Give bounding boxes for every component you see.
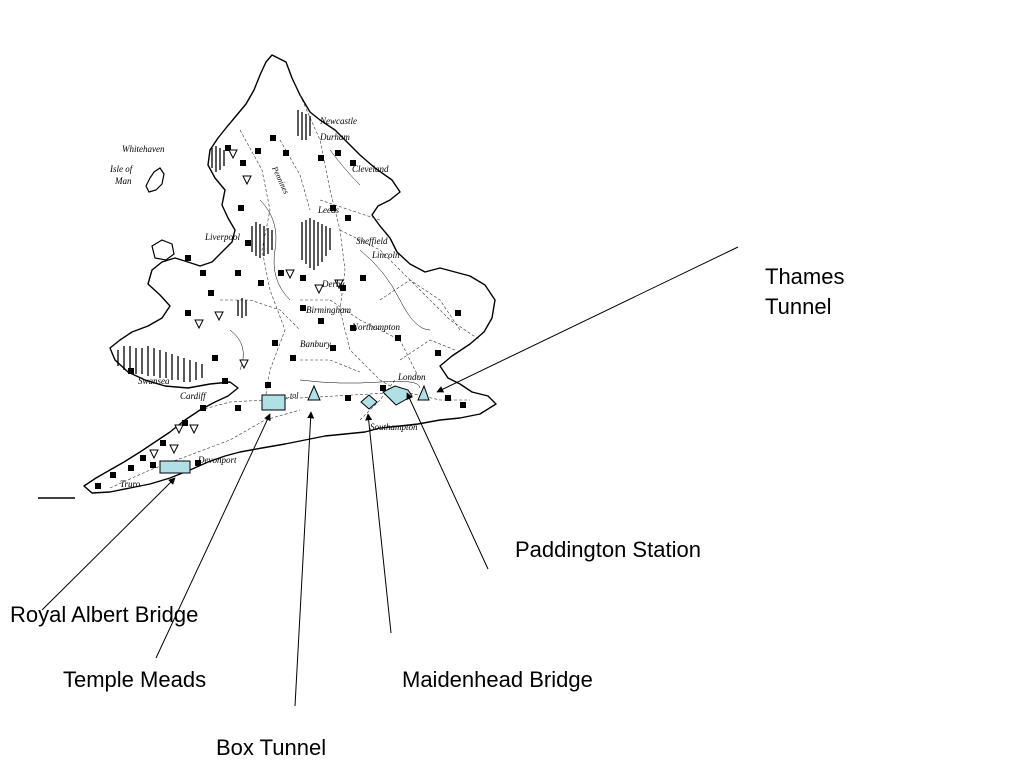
- callout-maidenhead-bridge: Maidenhead Bridge: [402, 667, 593, 692]
- label-swansea: Swansea: [138, 376, 170, 386]
- leader-maidenhead-bridge: [365, 413, 392, 634]
- callout-royal-albert-bridge: Royal Albert Bridge: [10, 602, 199, 627]
- callout-temple-meads: Temple Meads: [63, 667, 207, 692]
- callout-box-tunnel: Box Tunnel: [216, 735, 327, 760]
- callout-thames-tunnel-line2: Tunnel: [765, 294, 832, 319]
- label-liverpool: Liverpool: [204, 232, 240, 242]
- coalfield-hatching: [117, 110, 331, 382]
- label-truro: Truro: [120, 479, 141, 489]
- royal-albert-bridge-marker: [159, 460, 191, 474]
- triangle-markers: [149, 149, 344, 460]
- label-birmingham: Birmingham: [306, 305, 352, 315]
- maidenhead-bridge-marker: [360, 394, 378, 410]
- leader-thames-tunnel: [436, 246, 739, 393]
- box-tunnel-marker: [307, 384, 321, 401]
- leader-royal-albert-bridge: [41, 477, 176, 611]
- label-derby: Derby: [321, 279, 345, 289]
- label-sheffield: Sheffield: [356, 236, 388, 246]
- label-whitehaven: Whitehaven: [122, 144, 165, 154]
- thames-tunnel-marker: [417, 384, 430, 401]
- callout-thames-tunnel-line1: Thames: [765, 264, 845, 289]
- label-lincoln: Lincoln: [371, 250, 400, 260]
- callout-paddington-station: Paddington Station: [515, 537, 701, 562]
- leader-paddington-station: [406, 392, 489, 570]
- label-london: London: [397, 372, 426, 382]
- callout-leaders: [41, 246, 739, 707]
- callout-thames-tunnel: Thames Tunnel: [765, 262, 844, 322]
- label-newcastle: Newcastle: [319, 116, 357, 126]
- rivers: [229, 149, 431, 389]
- leader-box-tunnel: [294, 411, 315, 707]
- anglesey-outline: [151, 239, 175, 261]
- label-leeds: Leeds: [317, 205, 339, 215]
- label-northampton: Northampton: [351, 322, 401, 332]
- industry-markers: [95, 135, 466, 489]
- label-durham: Durham: [319, 132, 350, 142]
- label-banbury: Banbury: [300, 339, 331, 349]
- isle-of-man-outline: [145, 167, 165, 193]
- label-southampton: Southampton: [370, 422, 418, 432]
- label-cardiff: Cardiff: [180, 391, 207, 401]
- temple-meads-marker: [261, 394, 286, 411]
- label-cleveland: Cleveland: [352, 164, 389, 174]
- label-devonport: Devonport: [197, 455, 237, 465]
- leader-temple-meads: [155, 413, 271, 659]
- label-isle-of-man-1: Isle of: [109, 164, 134, 174]
- label-bristol: ...tol: [284, 391, 299, 400]
- label-isle-of-man-2: Man: [114, 176, 132, 186]
